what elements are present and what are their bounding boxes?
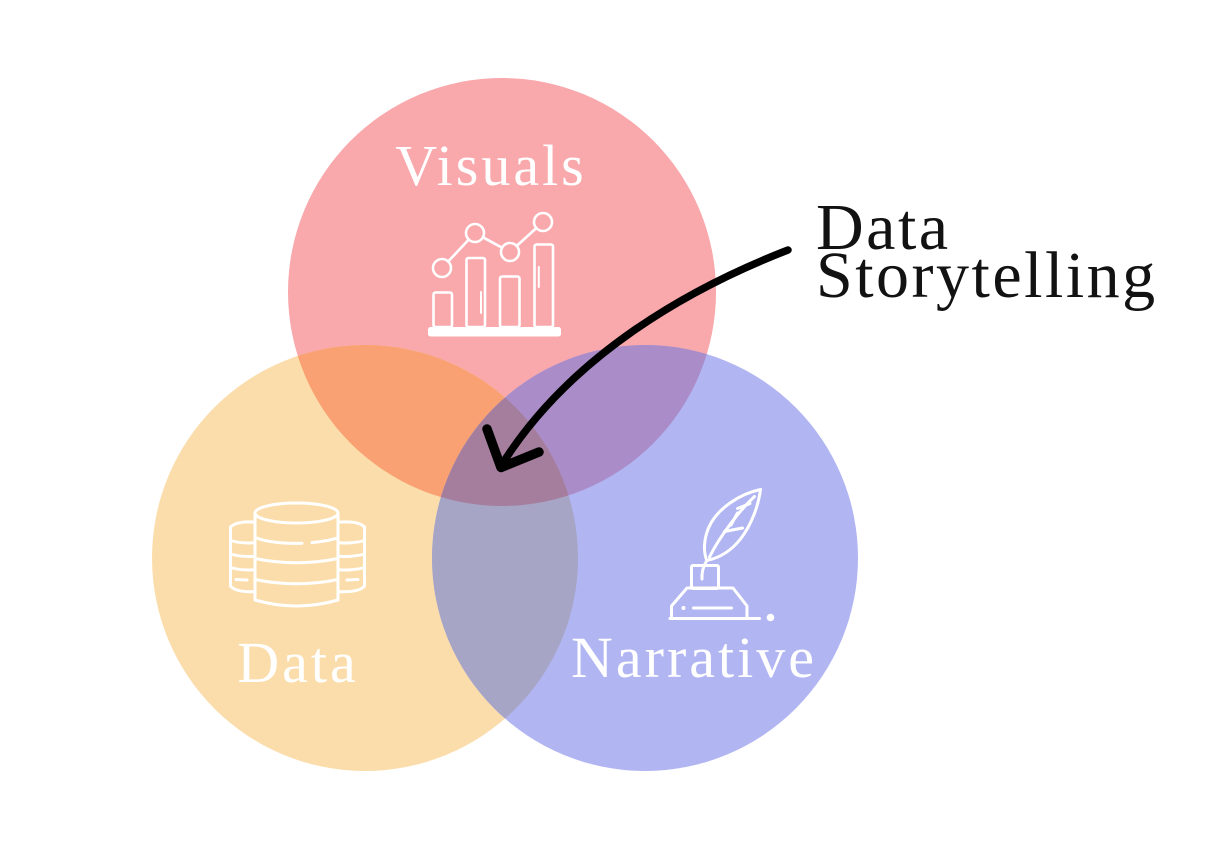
annotation-arrow (482, 246, 792, 473)
quill-inkwell-icon (668, 488, 775, 622)
narrative-label: Narrative (571, 625, 817, 690)
database-icon (229, 501, 366, 608)
annotation-line2: Storytelling (816, 239, 1158, 312)
visuals-label: Visuals (395, 133, 587, 198)
data-label: Data (237, 630, 359, 695)
arrow-head (482, 424, 544, 473)
bar-chart-icon (428, 211, 561, 337)
annotation-title: Data Storytelling (816, 191, 1158, 312)
arrow-shaft (497, 246, 792, 470)
annotation-line1: Data (816, 191, 951, 264)
